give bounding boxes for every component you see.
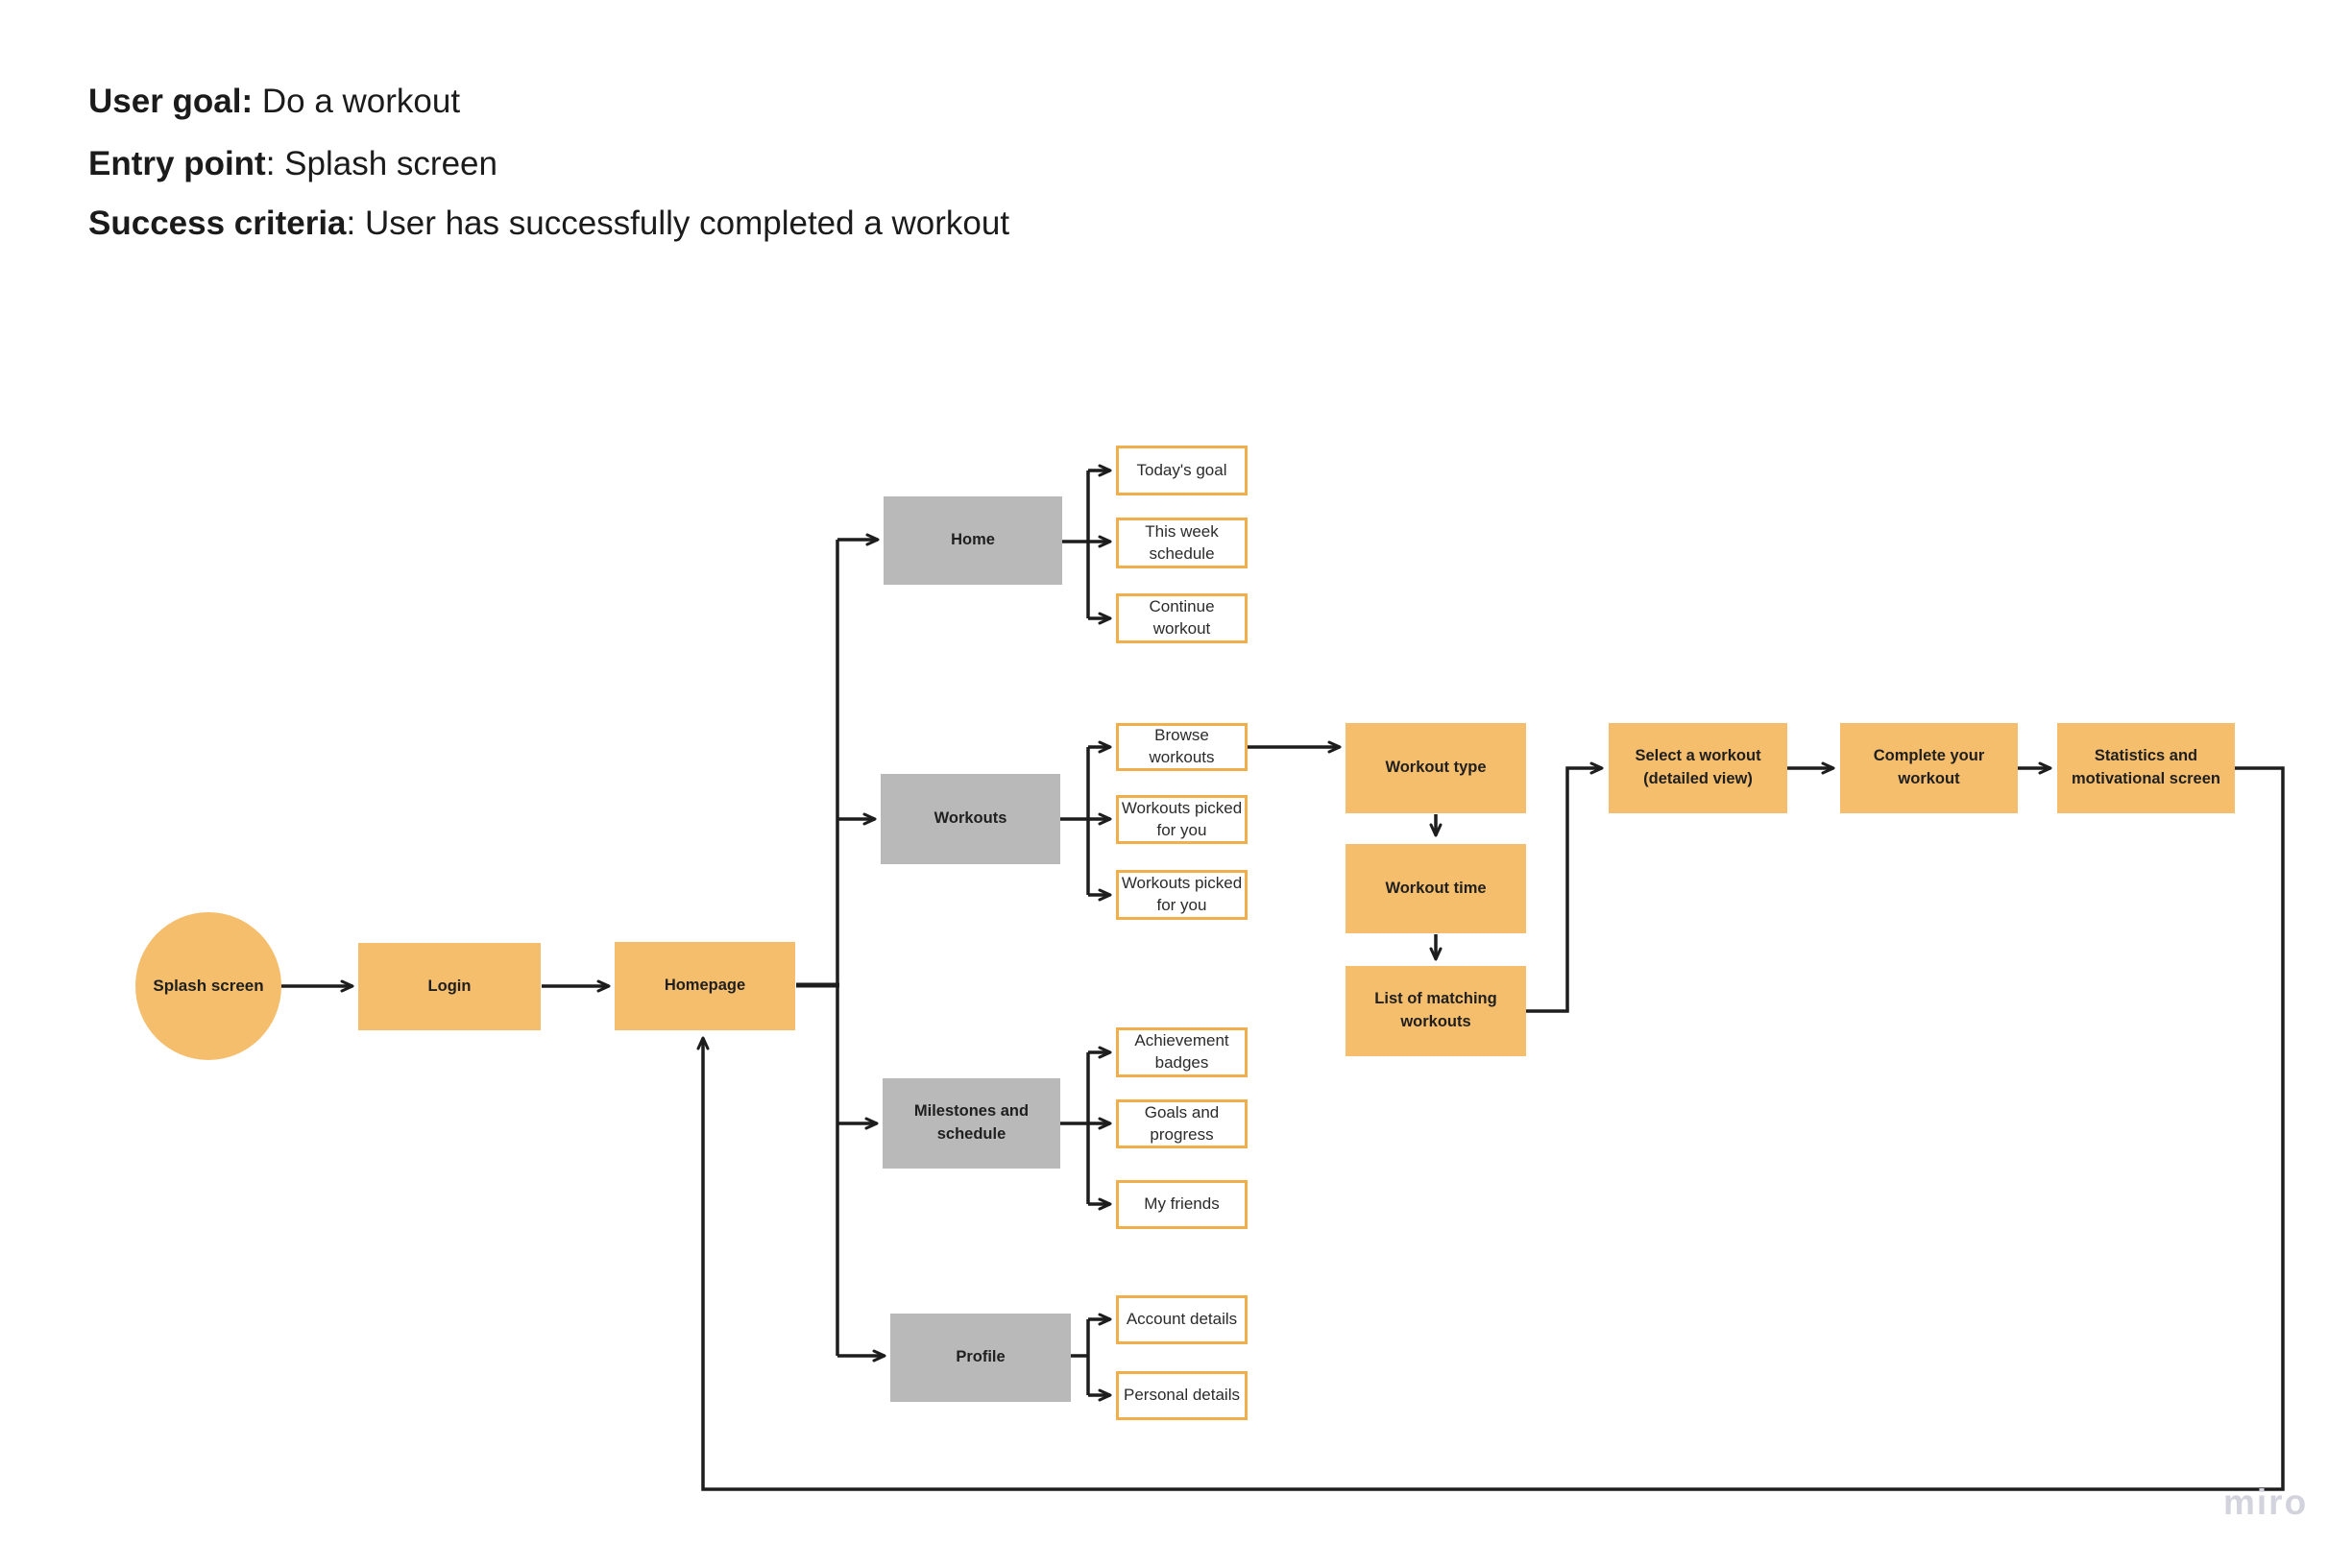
leaf-browse-workouts[interactable]: Browse workouts: [1116, 723, 1248, 771]
node-statistics-screen[interactable]: Statistics and motivational screen: [2057, 723, 2235, 813]
node-homepage[interactable]: Homepage: [615, 942, 795, 1030]
header-entry-point-value: : Splash screen: [265, 145, 497, 182]
node-milestones-schedule[interactable]: Milestones and schedule: [883, 1078, 1060, 1169]
leaf-personal-details[interactable]: Personal details: [1116, 1371, 1248, 1420]
leaf-my-friends[interactable]: My friends: [1116, 1180, 1248, 1229]
leaf-account-details[interactable]: Account details: [1116, 1295, 1248, 1344]
node-list-matching-workouts[interactable]: List of matching workouts: [1346, 966, 1526, 1056]
leaf-continue-workout[interactable]: Continue workout: [1116, 593, 1248, 643]
node-select-workout[interactable]: Select a workout (detailed view): [1609, 723, 1787, 813]
node-workout-type[interactable]: Workout type: [1346, 723, 1526, 813]
leaf-workouts-picked-1[interactable]: Workouts picked for you: [1116, 795, 1248, 844]
edge-list-select: [1526, 761, 1604, 1013]
header-user-goal-label: User goal:: [88, 83, 254, 120]
leaf-goals-progress[interactable]: Goals and progress: [1116, 1099, 1248, 1148]
header-entry-point: Entry point: Splash screen: [88, 144, 497, 184]
leaf-workouts-picked-2[interactable]: Workouts picked for you: [1116, 870, 1248, 920]
header-user-goal-value: Do a workout: [253, 83, 461, 120]
node-workouts[interactable]: Workouts: [881, 774, 1060, 864]
header-user-goal: User goal: Do a workout: [88, 82, 460, 122]
leaf-achievement-badges[interactable]: Achievement badges: [1116, 1027, 1248, 1077]
node-login[interactable]: Login: [358, 943, 541, 1030]
edge-milestones-bracket: [1060, 1052, 1090, 1204]
node-workout-time[interactable]: Workout time: [1346, 844, 1526, 933]
node-home[interactable]: Home: [884, 496, 1062, 585]
miro-logo: miro: [2223, 1483, 2309, 1522]
edge-home-bracket: [1062, 470, 1090, 618]
leaf-todays-goal[interactable]: Today's goal: [1116, 446, 1248, 495]
header-success-criteria: Success criteria: User has successfully …: [88, 204, 1009, 244]
edge-statistics-homepage-loop: [696, 766, 2285, 1491]
node-profile[interactable]: Profile: [890, 1314, 1071, 1402]
header-success-criteria-label: Success criteria: [88, 205, 347, 242]
edge-profile-bracket: [1071, 1319, 1090, 1395]
connector-group: [281, 464, 2285, 1491]
node-complete-workout[interactable]: Complete your workout: [1840, 723, 2018, 813]
header-success-criteria-value: : User has successfully completed a work…: [346, 205, 1010, 242]
leaf-this-week-schedule[interactable]: This week schedule: [1116, 518, 1248, 568]
edge-workouts-bracket: [1060, 747, 1090, 895]
node-splash-screen[interactable]: Splash screen: [135, 912, 281, 1060]
header-entry-point-label: Entry point: [88, 145, 266, 182]
